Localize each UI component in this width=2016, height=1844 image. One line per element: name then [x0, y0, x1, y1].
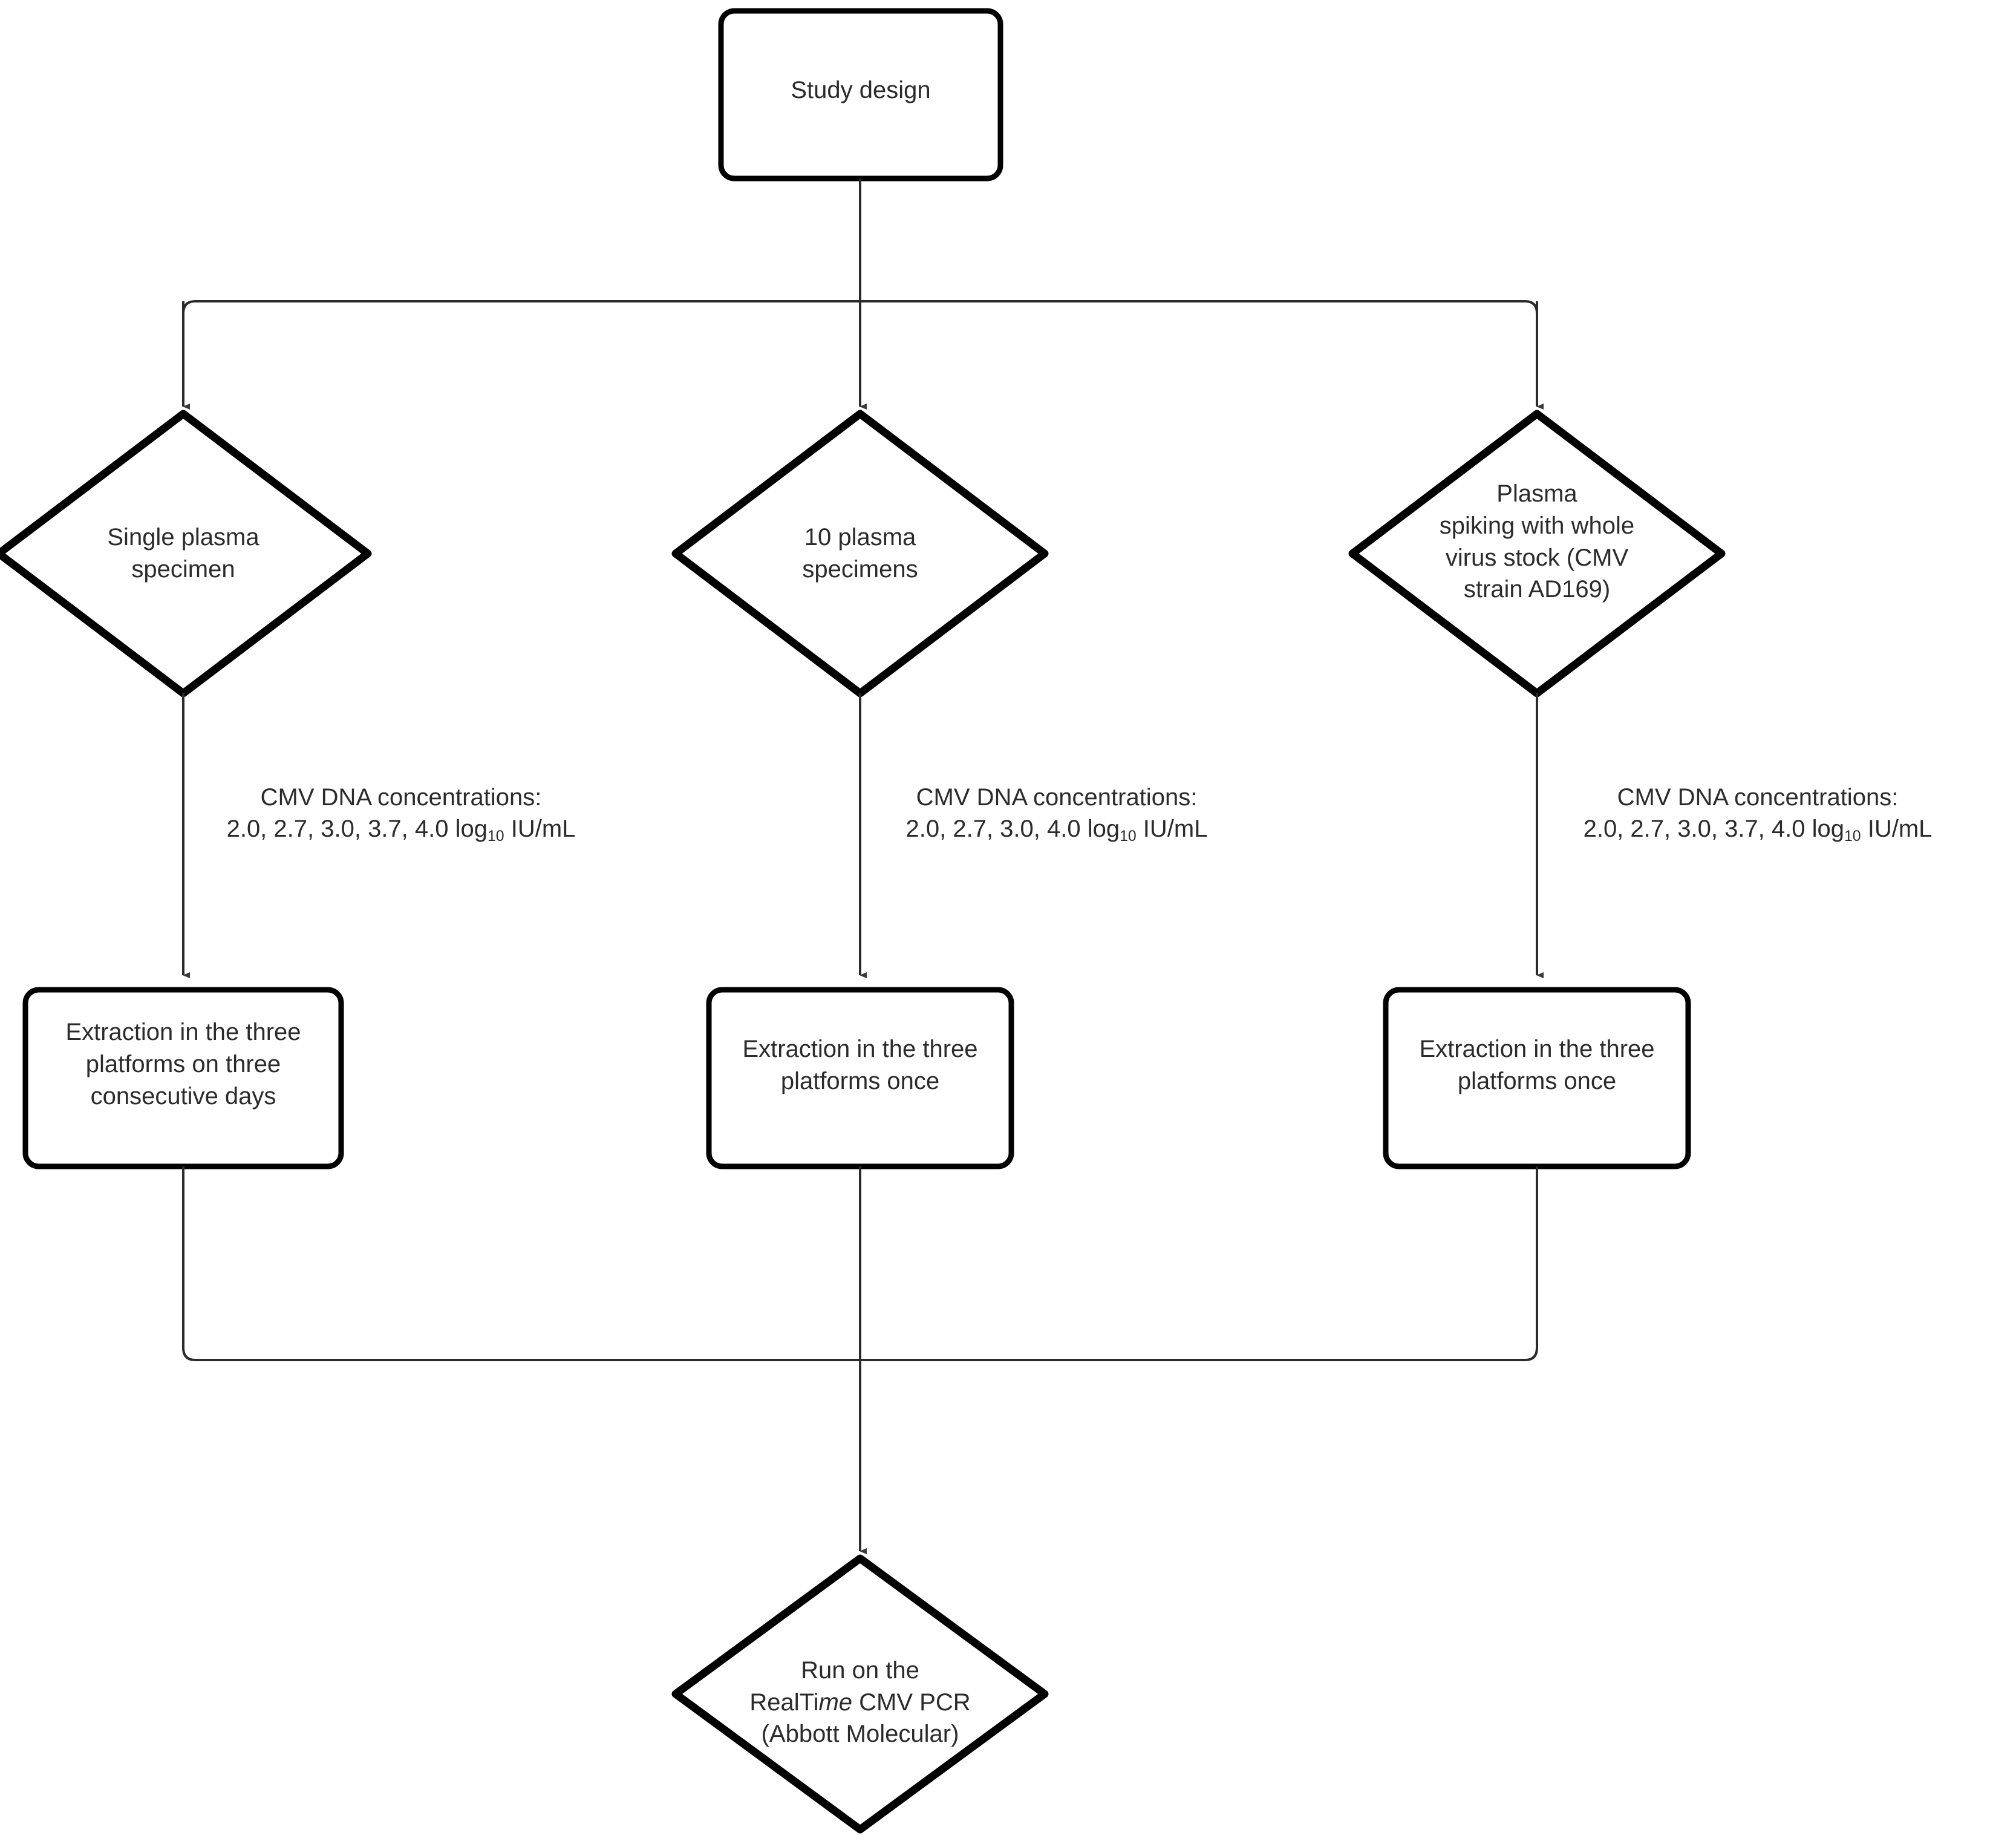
edge-label-right-values: 2.0, 2.7, 3.0, 3.7, 4.0 log: [1583, 816, 1845, 842]
study-design-box[interactable]: [718, 8, 1003, 181]
process-box-middle-extraction[interactable]: [706, 987, 1014, 1169]
diamond-10-plasma-specimens[interactable]: [671, 410, 1049, 698]
edge-label-right-units: IU/mL: [1861, 816, 1933, 842]
edge-label-middle-concentrations: CMV DNA concentrations: 2.0, 2.7, 3.0, 4…: [869, 782, 1244, 845]
edge-label-right-concentrations: CMV DNA concentrations: 2.0, 2.7, 3.0, 3…: [1546, 782, 1969, 845]
edge-label-left-line1: CMV DNA concentrations:: [260, 784, 542, 811]
process-box-right-extraction[interactable]: [1383, 987, 1691, 1169]
process-box-left-extraction[interactable]: [22, 987, 344, 1169]
edge-label-left-log-subscript: 10: [488, 828, 504, 845]
edge-label-middle-values: 2.0, 2.7, 3.0, 4.0 log: [905, 816, 1120, 842]
diamond-plasma-spiking[interactable]: [1348, 410, 1726, 698]
edge-label-middle-log-subscript: 10: [1120, 828, 1137, 845]
edge-label-right-line2: 2.0, 2.7, 3.0, 3.7, 4.0 log10 IU/mL: [1546, 813, 1969, 845]
diamond-run-realtime-cmv-pcr[interactable]: [671, 1554, 1049, 1834]
edge-label-left-concentrations: CMV DNA concentrations: 2.0, 2.7, 3.0, 3…: [189, 782, 613, 845]
edge-label-middle-line2: 2.0, 2.7, 3.0, 4.0 log10 IU/mL: [869, 813, 1244, 845]
edge-label-left-units: IU/mL: [504, 816, 576, 842]
edge-label-right-log-subscript: 10: [1844, 828, 1861, 845]
edge-label-left-line2: 2.0, 2.7, 3.0, 3.7, 4.0 log10 IU/mL: [189, 813, 613, 845]
edge-label-right-line1: CMV DNA concentrations:: [1617, 784, 1899, 811]
diamond-single-plasma-specimen[interactable]: [0, 410, 372, 698]
edge-label-middle-units: IU/mL: [1136, 816, 1208, 842]
edge-label-left-values: 2.0, 2.7, 3.0, 3.7, 4.0 log: [226, 816, 488, 842]
edge-label-middle-line1: CMV DNA concentrations:: [916, 784, 1198, 811]
